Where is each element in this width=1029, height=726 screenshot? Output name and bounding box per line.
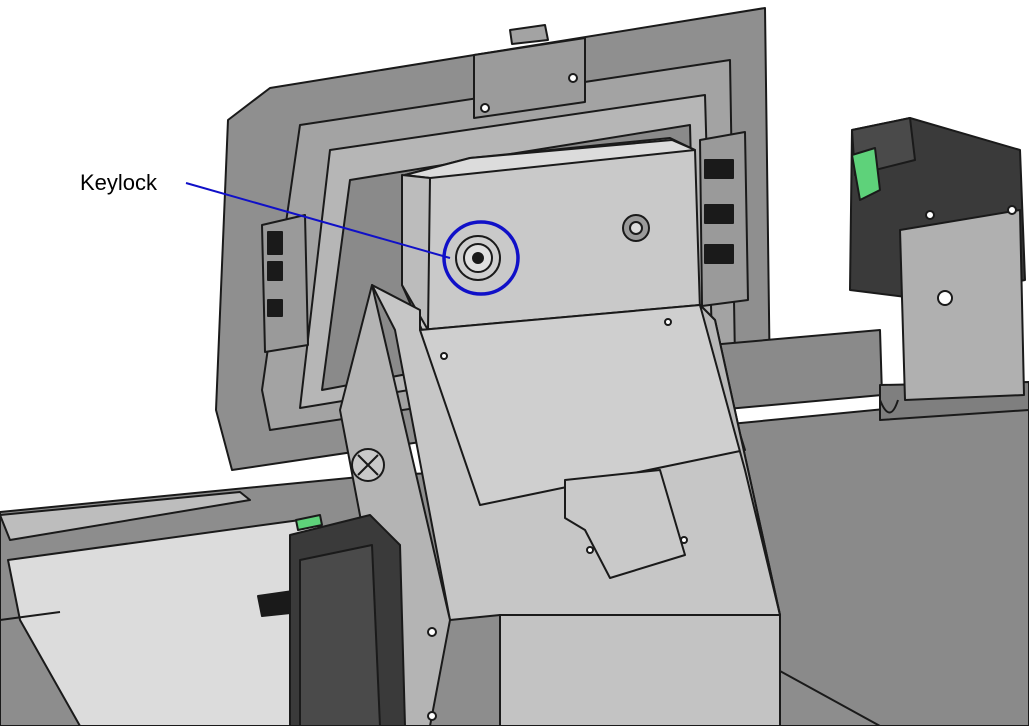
- pedestal-column: [339, 284, 781, 726]
- keylock-housing: [401, 137, 701, 331]
- printer-module: [289, 514, 406, 726]
- keylock-cylinder: [455, 235, 501, 281]
- keylock-label: Keylock: [80, 170, 158, 195]
- keylock-callout-circle: [442, 220, 520, 296]
- keylock-leader-line: [185, 182, 451, 259]
